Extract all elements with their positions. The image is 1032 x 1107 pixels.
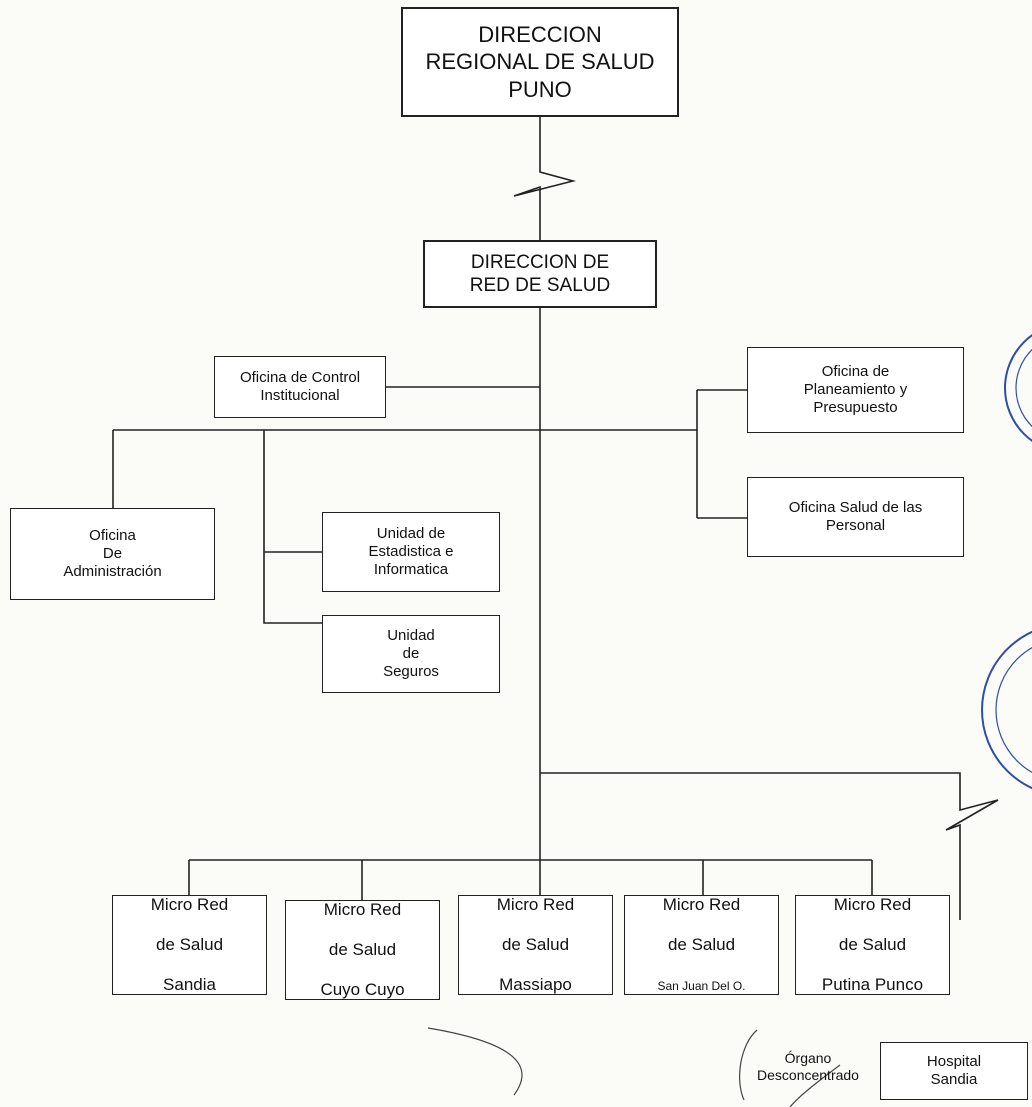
micro-red-line1: Micro Red (150, 894, 229, 914)
micro-red-line2: de Salud (501, 934, 570, 954)
micro-red-line3: Sandia (163, 975, 216, 995)
micro-red-line3: Cuyo Cuyo (320, 980, 405, 1000)
box-oficina-administracion: Oficina De Administración (10, 508, 215, 600)
micro-red-line1: Micro Red (662, 894, 741, 914)
micro-red-line3: Massiapo (499, 975, 572, 995)
micro-red-line2: de Salud (838, 934, 907, 954)
signature-mark (427, 1027, 523, 1096)
organo-desconcentrado-label: Órgano Desconcentrado (757, 1050, 859, 1083)
box-hospital-sandia: Hospital Sandia (880, 1042, 1028, 1100)
link-hospital (540, 772, 999, 920)
micro-red-line1: Micro Red (833, 894, 912, 914)
box-unidad-seguros: Unidad de Seguros (322, 615, 500, 693)
box-direccion-regional: DIRECCION REGIONAL DE SALUD PUNO (401, 7, 679, 117)
micro-red-line2: de Salud (155, 934, 224, 954)
bracket-left-units (263, 430, 322, 624)
box-micro-red-san-juan: Micro Red de Salud San Juan Del O. (624, 895, 779, 995)
micro-red-line2: de Salud (328, 939, 397, 959)
seal-stamp-lower-icon (981, 630, 1032, 790)
box-micro-red-sandia: Micro Red de Salud Sandia (112, 895, 267, 995)
box-micro-red-massiapo: Micro Red de Salud Massiapo (458, 895, 613, 995)
box-oficina-personal: Oficina Salud de las Personal (747, 477, 964, 557)
box-direccion-red: DIRECCION DE RED DE SALUD (423, 240, 657, 308)
micro-red-line2: de Salud (667, 934, 736, 954)
box-micro-red-cuyo-cuyo: Micro Red de Salud Cuyo Cuyo (285, 900, 440, 1000)
micro-red-line1: Micro Red (323, 899, 402, 919)
box-micro-red-putina-punco: Micro Red de Salud Putina Punco (795, 895, 950, 995)
micro-red-line3: San Juan Del O. (657, 979, 746, 994)
signature-mark-2 (738, 1029, 841, 1107)
box-unidad-estadistica: Unidad de Estadistica e Informatica (322, 512, 500, 592)
micro-red-line3: Putina Punco (821, 975, 924, 995)
micro-red-line1: Micro Red (496, 894, 575, 914)
seal-stamp-upper-icon (1004, 334, 1032, 442)
bracket-right-offices (696, 389, 747, 519)
box-oficina-planeamiento: Oficina de Planeamiento y Presupuesto (747, 347, 964, 433)
box-oficina-control: Oficina de Control Institucional (214, 356, 386, 418)
link-regional-to-red (513, 117, 577, 240)
